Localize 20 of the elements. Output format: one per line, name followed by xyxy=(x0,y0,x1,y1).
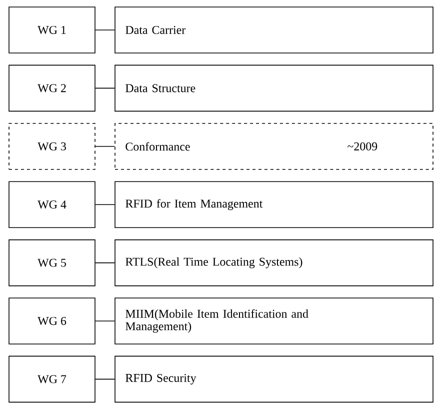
connector-line xyxy=(95,378,115,380)
group-box: WG 6 xyxy=(8,298,96,344)
connector-line xyxy=(95,88,115,89)
connector-line xyxy=(95,146,115,147)
group-box: WG 4 xyxy=(8,181,96,228)
description-box: Data Carrier xyxy=(114,6,434,54)
group-box: WG 1 xyxy=(8,6,96,54)
connector-line xyxy=(95,204,115,205)
description-box: Conformance ~2009 xyxy=(114,123,434,170)
description-box: RFID Security xyxy=(114,356,434,403)
group-box: WG 3 xyxy=(8,123,96,170)
connector-line xyxy=(95,320,115,322)
description-box: MIIM(Mobile Item Identification and Management) xyxy=(114,298,434,344)
connector-line xyxy=(95,262,115,264)
description-box: RTLS(Real Time Locating Systems) xyxy=(114,239,434,286)
description-box: RFID for Item Management xyxy=(114,181,434,228)
group-box: WG 5 xyxy=(8,239,96,286)
description-box: Data Structure xyxy=(114,64,434,112)
group-box: WG 2 xyxy=(8,64,96,112)
group-box: WG 7 xyxy=(8,356,96,403)
